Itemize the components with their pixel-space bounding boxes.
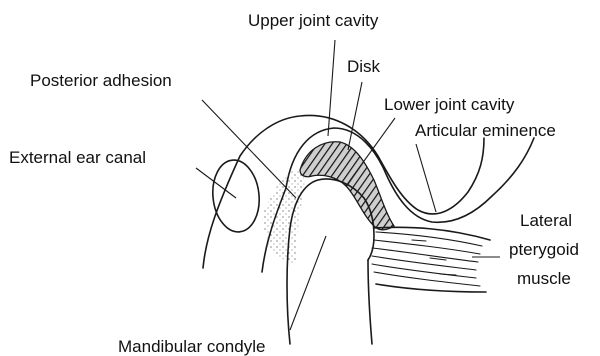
label-articular-eminence: Articular eminence bbox=[415, 121, 556, 140]
label-lateral-pterygoid-line3: muscle bbox=[517, 269, 571, 288]
label-upper-joint-cavity: Upper joint cavity bbox=[248, 11, 379, 30]
lateral-pterygoid-muscle bbox=[372, 227, 490, 292]
articular-disk bbox=[300, 142, 394, 230]
label-disk: Disk bbox=[347, 57, 381, 76]
external-ear-canal bbox=[209, 158, 262, 234]
label-lateral-pterygoid-line2: pterygoid bbox=[509, 240, 579, 259]
label-external-ear-canal: External ear canal bbox=[9, 148, 146, 167]
leader-disk bbox=[348, 82, 362, 150]
label-lower-joint-cavity: Lower joint cavity bbox=[384, 95, 515, 114]
label-posterior-adhesion: Posterior adhesion bbox=[30, 71, 172, 90]
leader-articular-eminence bbox=[416, 144, 436, 212]
leader-external-ear-canal bbox=[196, 168, 236, 198]
label-mandibular-condyle: Mandibular condyle bbox=[118, 337, 265, 356]
label-lateral-pterygoid-line1: Lateral bbox=[520, 211, 572, 230]
leader-upper-joint-cavity bbox=[328, 40, 335, 136]
